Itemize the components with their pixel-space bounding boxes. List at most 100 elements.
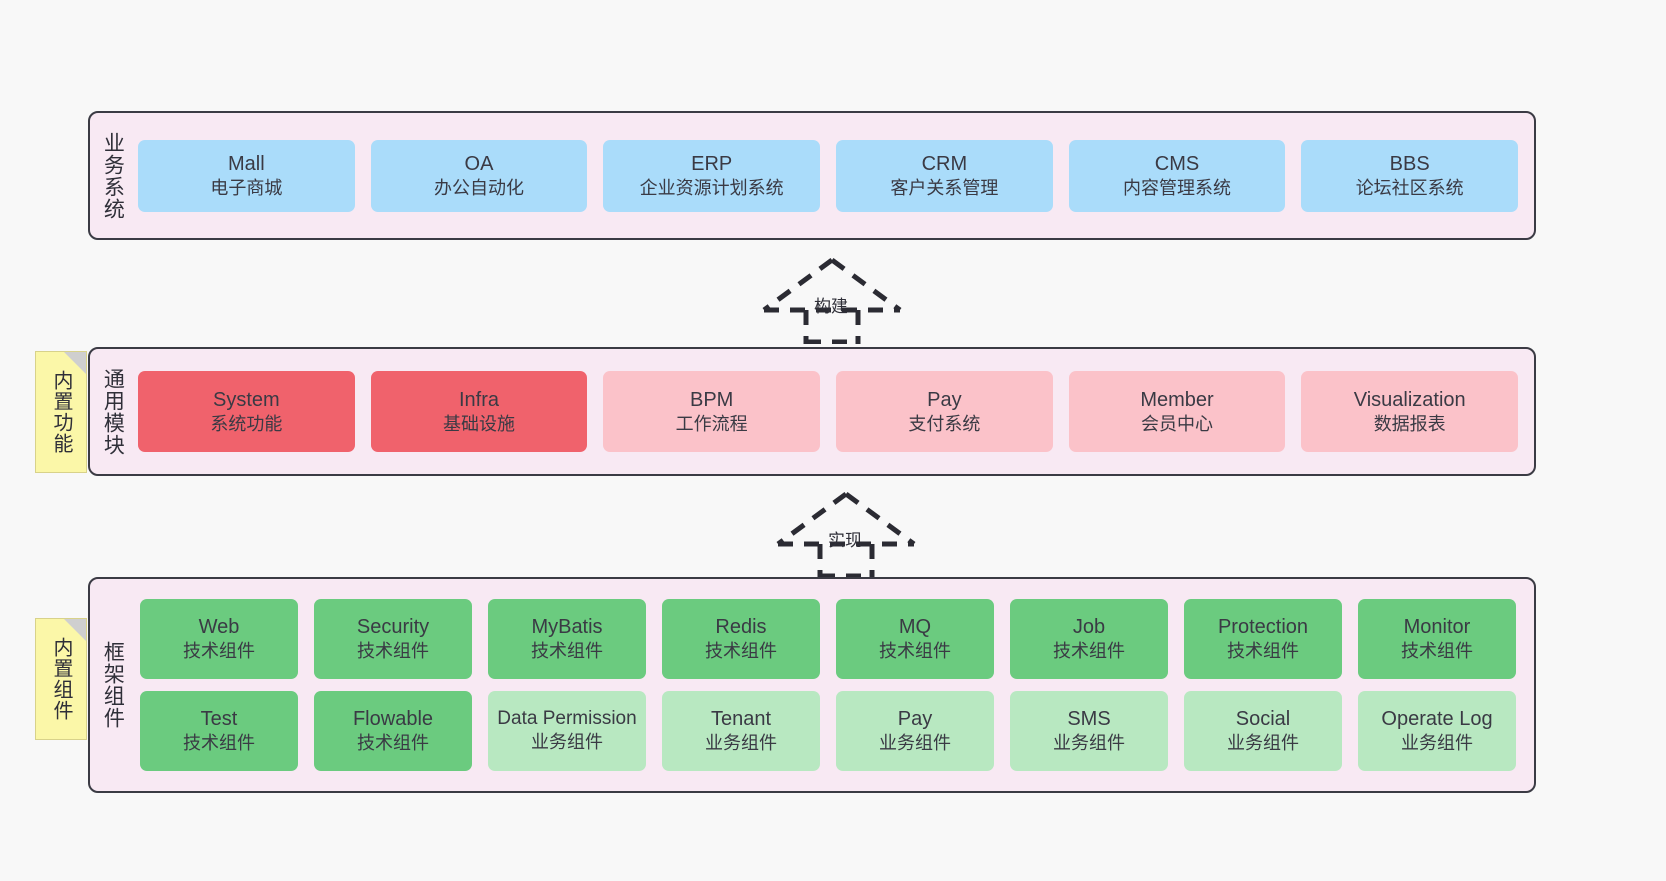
module-card-subtitle: 客户关系管理 xyxy=(890,177,999,198)
module-card-name: Pay xyxy=(927,388,962,411)
layer-common-title: 通用模块 xyxy=(101,367,125,456)
module-card-subtitle: 基础设施 xyxy=(443,413,515,434)
module-card-name: ERP xyxy=(691,152,733,175)
module-card-subtitle: 企业资源计划系统 xyxy=(639,177,784,198)
module-card-subtitle: 技术组件 xyxy=(1053,641,1125,662)
implement-arrow-icon xyxy=(776,491,916,579)
module-card-name: Visualization xyxy=(1353,388,1466,411)
module-card-name: Mall xyxy=(228,152,265,175)
note-built-in-functions-label: 内置功能 xyxy=(50,370,72,454)
module-card-name: CMS xyxy=(1154,152,1200,175)
module-card-subtitle: 业务组件 xyxy=(1053,733,1125,754)
module-card-subtitle: 业务组件 xyxy=(705,733,777,754)
module-card-name: MyBatis xyxy=(531,616,603,639)
module-card-name: Tenant xyxy=(710,708,772,731)
module-card-name: Monitor xyxy=(1403,616,1471,639)
module-card-name: System xyxy=(212,388,280,411)
module-card-subtitle: 办公自动化 xyxy=(434,177,524,198)
module-card-subtitle: 数据报表 xyxy=(1373,413,1446,434)
module-card-name: Infra xyxy=(458,388,500,411)
note-built-in-components: 内置组件 xyxy=(35,618,87,740)
module-card-subtitle: 支付系统 xyxy=(908,413,981,434)
module-card-name: BBS xyxy=(1389,152,1430,175)
module-card-subtitle: 业务组件 xyxy=(1401,733,1473,754)
module-card-name: Data Permission xyxy=(497,708,637,730)
module-card-subtitle: 业务组件 xyxy=(531,731,603,752)
module-card-name: Social xyxy=(1235,708,1291,731)
module-card-subtitle: 业务组件 xyxy=(1227,733,1299,754)
module-card-subtitle: 技术组件 xyxy=(879,641,951,662)
module-card-name: Job xyxy=(1072,616,1106,639)
module-card-subtitle: 系统功能 xyxy=(210,413,283,434)
module-card-subtitle: 论坛社区系统 xyxy=(1355,177,1464,198)
module-card-subtitle: 技术组件 xyxy=(1401,641,1473,662)
module-card-name: Member xyxy=(1140,388,1214,411)
module-card-name: BPM xyxy=(690,388,734,411)
module-card-name: Security xyxy=(356,616,430,639)
module-card-name: MQ xyxy=(898,616,932,639)
connector-implement-label: 实现 xyxy=(828,531,862,550)
module-card-subtitle: 内容管理系统 xyxy=(1123,177,1232,198)
module-card-subtitle: 会员中心 xyxy=(1141,413,1214,434)
module-card-subtitle: 技术组件 xyxy=(705,641,777,662)
module-card-name: SMS xyxy=(1067,708,1111,731)
module-card-subtitle: 技术组件 xyxy=(531,641,603,662)
module-card-subtitle: 电子商城 xyxy=(210,177,283,198)
module-card-name: Web xyxy=(198,616,240,639)
connector-build: 构建 xyxy=(752,256,912,345)
module-card-subtitle: 业务组件 xyxy=(879,733,951,754)
module-card-subtitle: 工作流程 xyxy=(675,413,748,434)
module-card-name: OA xyxy=(464,152,494,175)
module-card-name: Test xyxy=(200,708,238,731)
module-card-subtitle: 技术组件 xyxy=(1227,641,1299,662)
layer-framework-title: 框架组件 xyxy=(101,641,125,729)
build-arrow-icon xyxy=(762,257,902,345)
connector-implement: 实现 xyxy=(766,490,926,579)
module-card-name: Redis xyxy=(715,616,767,639)
module-card-subtitle: 技术组件 xyxy=(357,641,429,662)
module-card-name: Protection xyxy=(1217,616,1309,639)
module-card-name: CRM xyxy=(921,152,968,175)
connector-build-label: 构建 xyxy=(814,297,848,316)
note-built-in-components-label: 内置组件 xyxy=(50,637,72,721)
